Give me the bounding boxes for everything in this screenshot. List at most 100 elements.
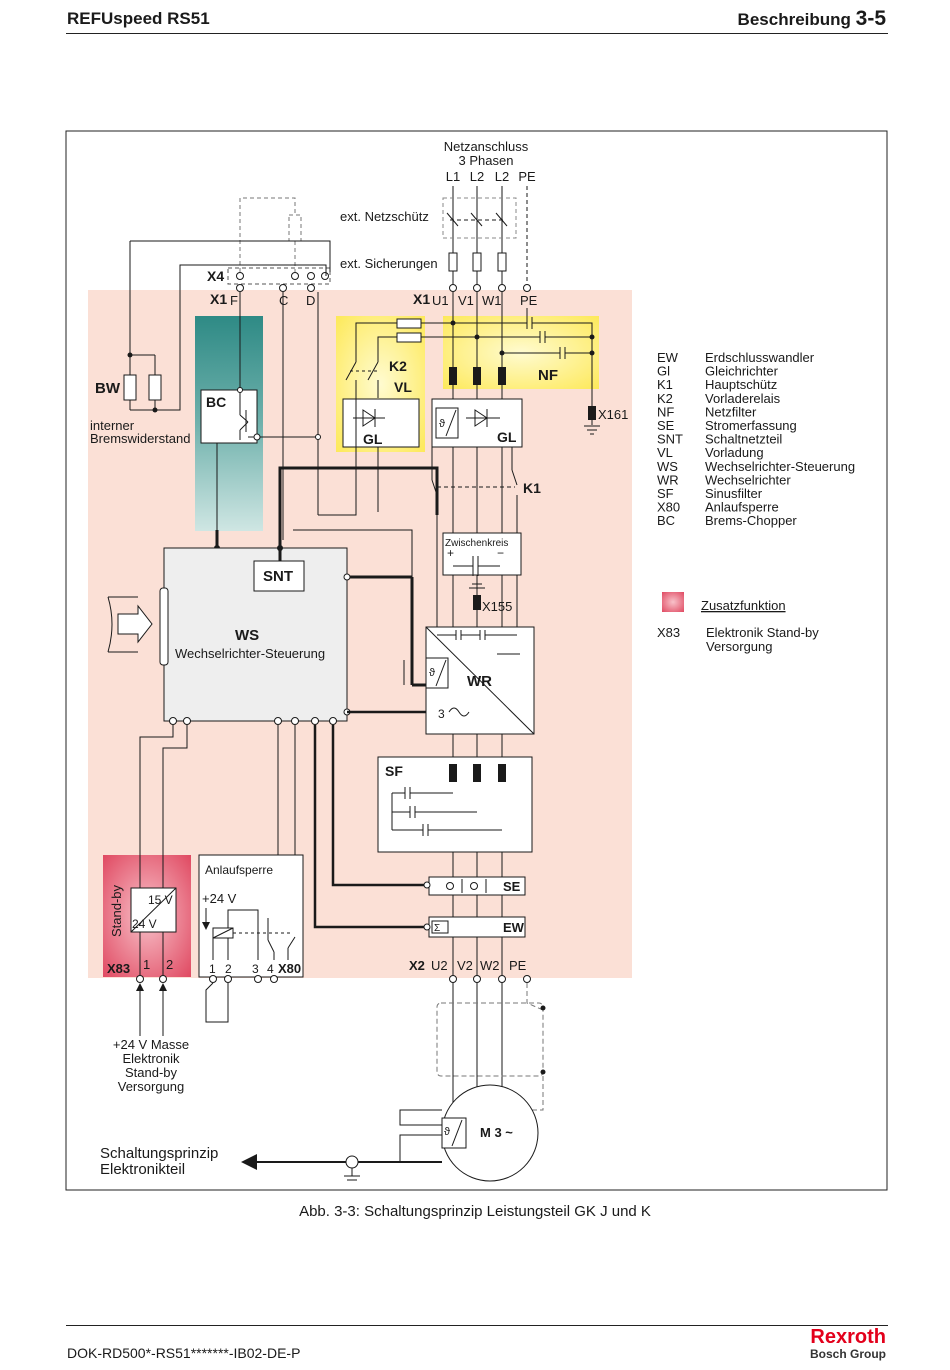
legend-abbr: K1	[657, 377, 673, 392]
dc-minus: −	[497, 546, 504, 560]
netz-term-pe: PE	[518, 169, 536, 184]
ws-label: WS	[235, 627, 259, 644]
legend-abbr: SF	[657, 486, 674, 501]
brake-chopper-box	[200, 389, 258, 444]
terminal	[423, 881, 431, 889]
x83-note-line2: Versorgung	[706, 639, 773, 654]
standby-label: Stand-by	[109, 884, 124, 937]
node	[474, 334, 480, 340]
x161-connector	[588, 406, 596, 420]
ws-connector	[159, 587, 169, 666]
ext-fuses	[448, 252, 507, 272]
x83-note-line1: Elektronik Stand-by	[706, 625, 819, 640]
node	[450, 320, 456, 326]
legend-abbr: WR	[657, 472, 679, 487]
ws-full-label: Wechselrichter-Steuerung	[175, 646, 325, 661]
x1-mains-terminals	[449, 284, 531, 292]
ac-wave-icon	[448, 707, 470, 717]
x80-label: X80	[278, 961, 301, 976]
netz-term-l2: L2	[470, 169, 484, 184]
document-id: DOK-RD500*-RS51*******-IB02-DE-P	[67, 1345, 301, 1361]
netz-phases: 3 Phasen	[459, 153, 514, 168]
nf-label: NF	[538, 367, 558, 384]
x80-term-4: 4	[267, 962, 274, 976]
legend-desc: Brems-Chopper	[705, 513, 797, 528]
ew-label: EW	[503, 920, 525, 935]
legend-abbr: X80	[657, 500, 680, 515]
sf-capacitors	[391, 787, 502, 836]
x2-term-w2: W2	[480, 958, 500, 973]
sigma-icon-box	[431, 920, 449, 934]
elektronik-label-1: Schaltungsprinzip	[100, 1145, 218, 1162]
brand-logo: Rexroth Bosch Group	[810, 1326, 886, 1361]
wr-sensor-slash	[435, 659, 447, 687]
legend-desc: Wechselrichter-Steuerung	[705, 459, 855, 474]
x4-label: X4	[207, 268, 224, 284]
x2-term-v2: V2	[457, 958, 473, 973]
x83-note-abbr: X83	[657, 625, 680, 640]
ext-netzschuetz-label: ext. Netzschütz	[340, 209, 429, 224]
x4-box	[227, 267, 331, 285]
legend-abbr: K2	[657, 391, 673, 406]
legend-abbr: NF	[657, 404, 674, 419]
x1-term-v1: V1	[458, 293, 474, 308]
gl-temp-sensor	[435, 407, 459, 439]
node	[127, 352, 133, 358]
bc-label: BC	[206, 394, 226, 410]
ws-control-box	[163, 547, 348, 722]
current-sensor-icons	[446, 879, 487, 893]
dc-link-capacitor	[453, 556, 500, 576]
legend-desc: Anlaufsperre	[705, 500, 779, 515]
igbt-symbol	[239, 392, 257, 440]
netz-term-l3: L2	[495, 169, 509, 184]
dc-link-wiring	[293, 398, 518, 640]
header-rule	[66, 33, 888, 34]
legend-desc: Stromerfassung	[705, 418, 797, 433]
ws-dc-terminal	[343, 573, 351, 581]
precharge-wiring	[345, 322, 477, 398]
legend-desc: Schaltnetzteil	[705, 432, 782, 447]
x83-label: X83	[107, 961, 130, 976]
x1-term-pe: PE	[520, 293, 538, 308]
legend-abbr: Gl	[657, 364, 670, 379]
header-section: Beschreibung 3-5	[738, 7, 886, 31]
legend-abbr: BC	[657, 513, 675, 528]
precharge-resistor-2	[396, 332, 422, 343]
x4-terminals	[236, 272, 329, 292]
terminal	[253, 433, 261, 441]
se-label: SE	[503, 879, 521, 894]
brems-label-1: interner	[90, 418, 135, 433]
netzschuetz-contacts	[446, 212, 508, 227]
supply-line-4: Versorgung	[118, 1079, 185, 1094]
brake-resistor-1	[123, 374, 137, 401]
legend-desc: Erdschlusswandler	[705, 350, 815, 365]
motor-sensor-wiring	[399, 1109, 442, 1162]
wr-label: WR	[467, 673, 492, 690]
node	[589, 350, 595, 356]
gl-left-label: GL	[363, 431, 383, 447]
x83-wiring	[139, 932, 164, 975]
zwischenkreis-label: Zwischenkreis	[445, 538, 508, 549]
x83-term-1: 1	[143, 957, 150, 972]
x2-term-u2: U2	[431, 958, 448, 973]
x80-term-1: 1	[209, 962, 216, 976]
x2-term-pe: PE	[509, 958, 527, 973]
x2-label: X2	[409, 958, 425, 973]
snt-label: SNT	[263, 568, 293, 585]
legend-desc: Vorladerelais	[705, 391, 781, 406]
anlaufsperre-box	[198, 854, 304, 978]
supply-line-2: Elektronik	[122, 1051, 180, 1066]
motor-sensor-slash	[451, 1119, 463, 1147]
legend-abbr: SNT	[657, 432, 683, 447]
x161-label: X161	[598, 407, 628, 422]
vl-label: VL	[394, 379, 412, 395]
dc-link-box	[442, 532, 522, 576]
x1-term-c: C	[279, 293, 288, 308]
x155-connector	[473, 595, 481, 610]
wr-temp-sensor	[425, 657, 449, 689]
header-page-number: 3-5	[855, 7, 886, 30]
legend-abbr: VL	[657, 445, 673, 460]
legend-abbr: SE	[657, 418, 675, 433]
